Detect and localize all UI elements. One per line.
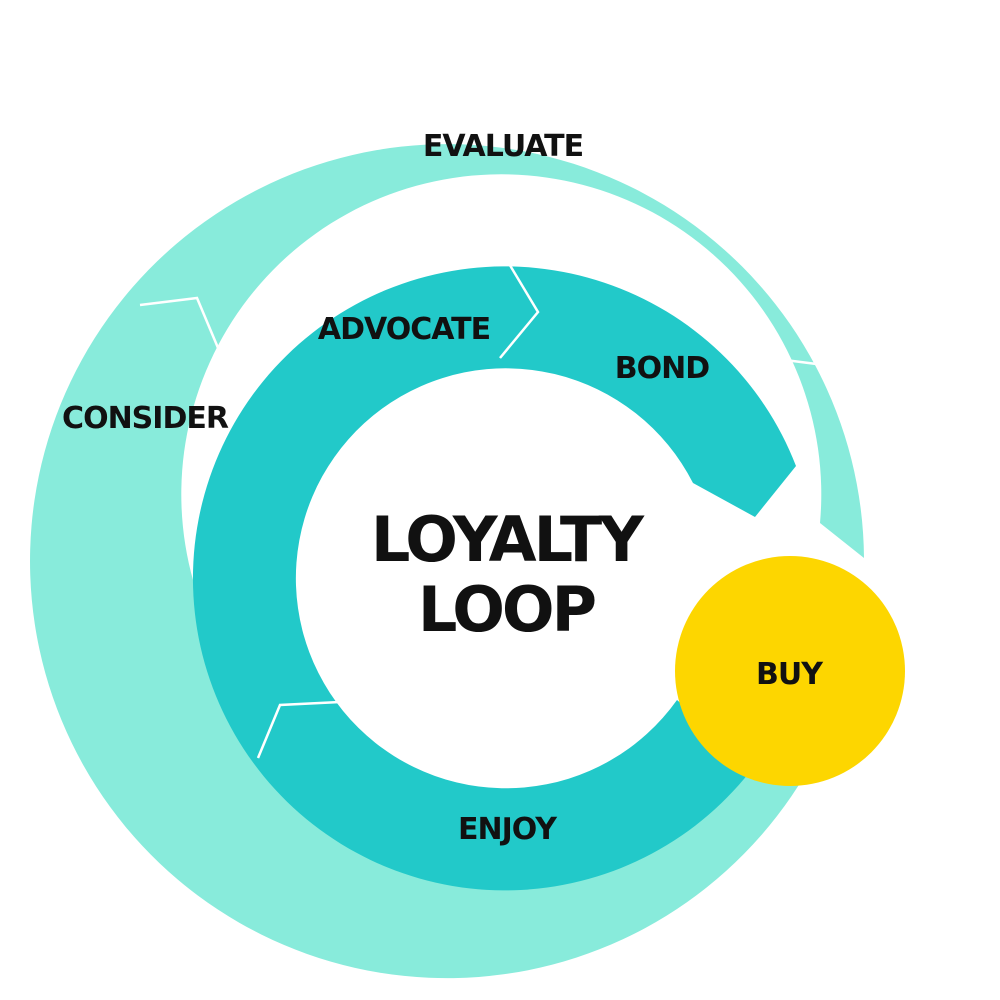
stage-label-evaluate: EVALUATE <box>423 129 583 164</box>
inner-ring-arc <box>192 266 797 891</box>
center-title-line-2: LOOP <box>418 573 595 646</box>
outer-seam-consider-evaluate <box>139 296 223 356</box>
center-title-line-1: LOYALTY <box>371 503 645 576</box>
outer-ring-arc <box>30 144 864 979</box>
stage-label-buy: BUY <box>756 657 824 692</box>
outer-ring <box>30 144 878 979</box>
inner-seam-advocate-bond <box>499 261 540 359</box>
inner-ring <box>192 261 797 891</box>
outer-seam-evaluate-buy <box>784 317 878 370</box>
stage-label-bond: BOND <box>615 351 709 386</box>
stage-label-consider: CONSIDER <box>62 401 229 436</box>
inner-seam-enjoy-advocate <box>256 700 341 759</box>
stage-label-advocate: ADVOCATE <box>318 312 490 347</box>
stage-label-enjoy: ENJOY <box>458 812 558 847</box>
buy-circle <box>675 556 905 786</box>
